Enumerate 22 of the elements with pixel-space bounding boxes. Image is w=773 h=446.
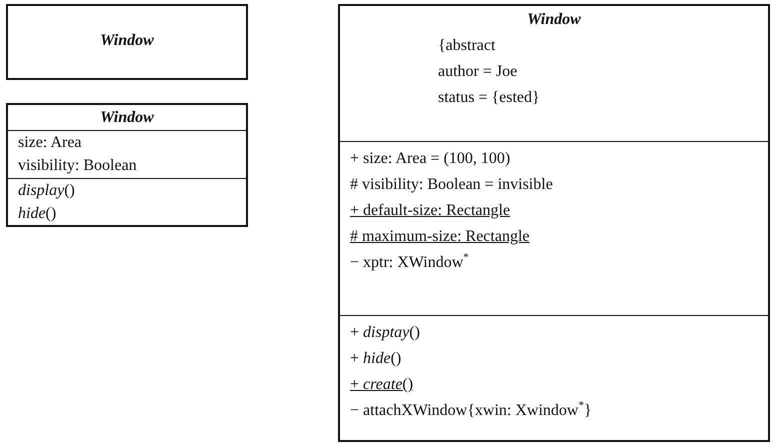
- operation-text: + create(): [350, 375, 414, 395]
- attribute-text: visibility: Boolean: [18, 156, 137, 176]
- operation-text: hide(): [18, 204, 56, 224]
- class-name: Window: [527, 10, 581, 30]
- attribute-text: + size: Area = (100, 100): [350, 149, 510, 169]
- operation-text: display(): [18, 181, 75, 201]
- class-box: [6, 103, 248, 227]
- attribute-text: + default-size: Rectangle: [350, 201, 510, 221]
- class-name: Window: [100, 31, 154, 51]
- operation-text: + hide(): [350, 349, 402, 369]
- class-box: [6, 4, 248, 80]
- attribute-text: − xptr: XWindow$^{*}$: [350, 250, 469, 273]
- class-box: [338, 4, 770, 442]
- operation-text: + disptay(): [350, 323, 420, 343]
- property-text: {abstract: [438, 36, 496, 56]
- attribute-text: size: Area: [18, 133, 82, 153]
- property-text: status = {ested}: [438, 88, 540, 108]
- operation-text: − attachXWindow{xwin: Xwindow$^{*}$}: [350, 398, 592, 421]
- property-text: author = Joe: [438, 62, 518, 82]
- class-name: Window: [100, 108, 154, 128]
- attribute-text: # maximum-size: Rectangle: [350, 227, 530, 247]
- attribute-text: # visibility: Boolean = invisible: [350, 175, 553, 195]
